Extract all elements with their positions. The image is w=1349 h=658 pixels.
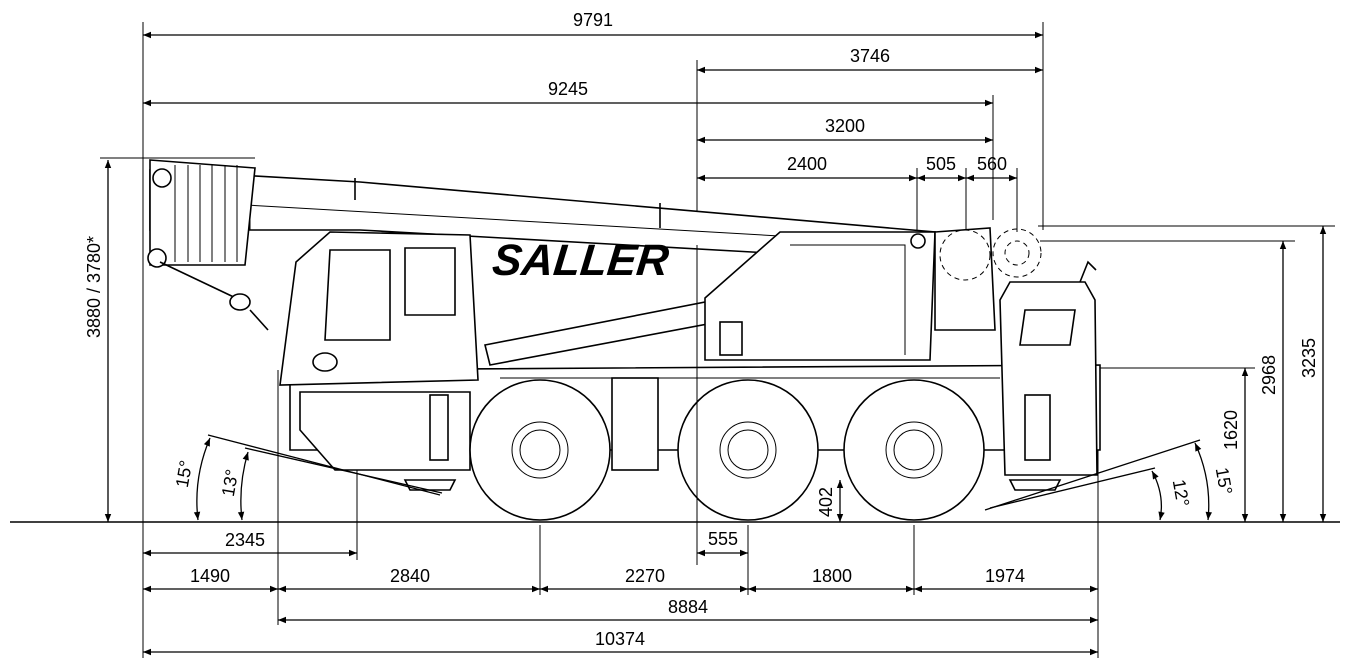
dim-10374-label: 10374 <box>595 629 645 649</box>
vertical-dimensions <box>104 160 1327 522</box>
dim-402-label: 402 <box>816 487 836 517</box>
dim-2345-label: 2345 <box>225 530 265 550</box>
dim-2400-label: 2400 <box>787 154 827 174</box>
crane-illustration <box>147 159 1101 525</box>
dim-2968-label: 2968 <box>1259 355 1279 395</box>
dim-3235-label: 3235 <box>1299 338 1319 378</box>
dim-3880-label: 3880 / 3780* <box>84 236 104 338</box>
dim-1974-label: 1974 <box>985 566 1025 586</box>
angle-front-outer-label: 15° <box>172 459 196 489</box>
dim-1620-label: 1620 <box>1221 410 1241 450</box>
angle-rear-inner-label: 12° <box>1169 478 1193 508</box>
dim-3200-label: 3200 <box>825 116 865 136</box>
top-dimensions <box>143 31 1043 182</box>
angle-front-inner-label: 13° <box>218 468 242 498</box>
dim-1490-label: 1490 <box>190 566 230 586</box>
bottom-dimensions <box>143 549 1098 656</box>
dim-1800-label: 1800 <box>812 566 852 586</box>
dim-560-label: 560 <box>977 154 1007 174</box>
dim-3746-label: 3746 <box>850 46 890 66</box>
dim-2840-label: 2840 <box>390 566 430 586</box>
dim-9245-label: 9245 <box>548 79 588 99</box>
dim-2270-label: 2270 <box>625 566 665 586</box>
dim-555-label: 555 <box>708 529 738 549</box>
brand-logo-text: SALLER <box>490 236 671 285</box>
angle-rear-outer-label: 15° <box>1212 466 1236 496</box>
dim-9791-label: 9791 <box>573 10 613 30</box>
dim-8884-label: 8884 <box>668 597 708 617</box>
dim-505-label: 505 <box>926 154 956 174</box>
angle-lines <box>193 434 1212 521</box>
